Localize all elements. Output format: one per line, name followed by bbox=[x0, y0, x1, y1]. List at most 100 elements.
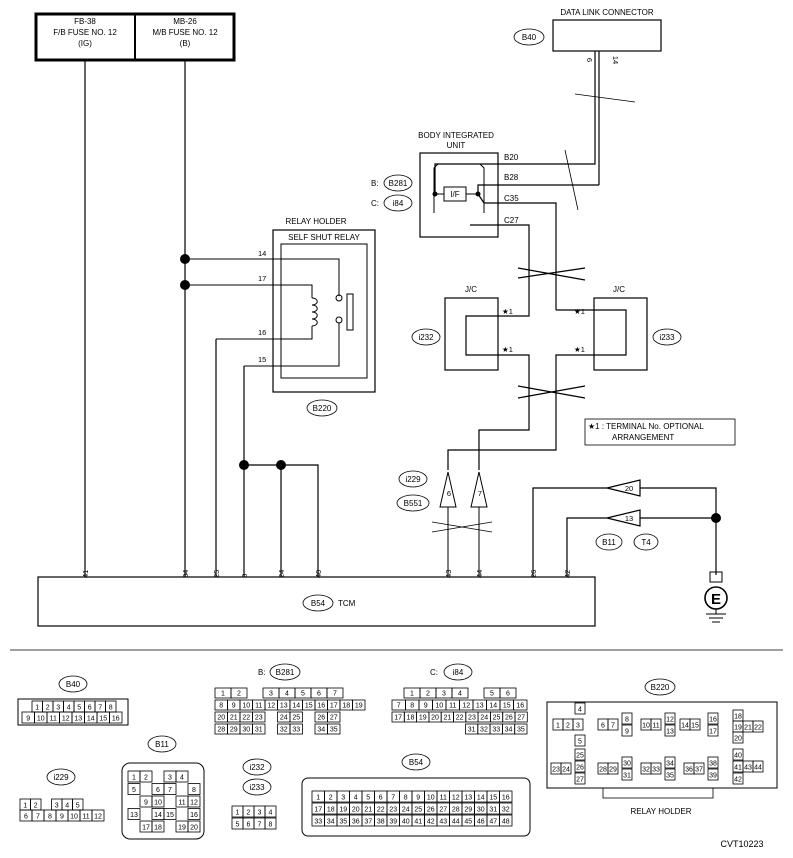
b281-cell bbox=[252, 723, 266, 735]
tcm-pin-label: 24 bbox=[277, 570, 286, 578]
relay-holder-label: RELAY HOLDER bbox=[285, 217, 346, 226]
b11-pin: 4 bbox=[180, 775, 184, 782]
b40-pin: 11 bbox=[50, 716, 57, 723]
b54-pin: 15 bbox=[489, 795, 497, 802]
b54-pin: 32 bbox=[502, 807, 510, 814]
b220-pin: 25 bbox=[576, 753, 584, 760]
b54-pin: 30 bbox=[477, 807, 485, 814]
b54-pin: 5 bbox=[366, 795, 370, 802]
b220-pin: 42 bbox=[734, 777, 742, 784]
b54-pin: 10 bbox=[427, 795, 435, 802]
b220-pin: 43 bbox=[744, 765, 752, 772]
junction-dots bbox=[180, 254, 721, 523]
i84-pin: 20 bbox=[431, 715, 439, 722]
b281-prefix: B: bbox=[258, 668, 266, 677]
b281-cell bbox=[230, 687, 248, 699]
tcm-pin-label: 26 bbox=[529, 570, 538, 578]
b40-tag bbox=[58, 675, 88, 693]
figure-id: CVT10223 bbox=[720, 839, 763, 849]
b40-pin: 4 bbox=[67, 705, 71, 712]
b54-pin: 39 bbox=[389, 819, 397, 826]
b11-pin: 19 bbox=[178, 825, 186, 832]
i84-pin: 11 bbox=[449, 703, 456, 710]
b281-pin: 30 bbox=[242, 727, 250, 734]
b220-pin: 17 bbox=[709, 729, 717, 736]
i84-pin: 35 bbox=[517, 727, 525, 734]
b11-cell bbox=[187, 795, 201, 808]
b220-pin: 31 bbox=[623, 773, 631, 780]
b220-pin: 28 bbox=[599, 767, 607, 774]
b220-cell bbox=[752, 760, 764, 773]
b281-pin: 13 bbox=[280, 703, 288, 710]
b281-label: B281 bbox=[276, 668, 295, 677]
b11-pin: 20 bbox=[190, 825, 198, 832]
b220-pin: 12 bbox=[666, 717, 674, 724]
b281-cell bbox=[352, 699, 366, 711]
b40-pin: 16 bbox=[112, 716, 120, 723]
b220-pin: 27 bbox=[576, 777, 584, 784]
i84-pin: 16 bbox=[516, 703, 524, 710]
b40-pin: 14 bbox=[87, 716, 95, 723]
relay-pin-14: 14 bbox=[258, 249, 266, 258]
jc-left-connector: i232 bbox=[418, 333, 434, 342]
b281-pin: 29 bbox=[230, 727, 238, 734]
b54-pin: 46 bbox=[477, 819, 485, 826]
b54-pin: 47 bbox=[489, 819, 497, 826]
b220-pin: 26 bbox=[576, 765, 584, 772]
b11-pin: 14 bbox=[154, 812, 162, 819]
i229-pin: 6 bbox=[24, 814, 28, 821]
b40-pin: 5 bbox=[77, 705, 81, 712]
i84-cell bbox=[514, 711, 528, 723]
i84-pin: 7 bbox=[397, 703, 401, 710]
dlc-title: DATA LINK CONNECTOR bbox=[560, 8, 654, 17]
i84-label: i84 bbox=[453, 668, 464, 677]
b11-cell bbox=[151, 795, 165, 808]
b220-pin: 37 bbox=[695, 767, 703, 774]
i232-pin: 2 bbox=[247, 810, 251, 817]
biu-conn-b-prefix: B: bbox=[371, 179, 379, 188]
b220-pin: 21 bbox=[744, 725, 752, 732]
b220-pin: 44 bbox=[754, 765, 762, 772]
biu-title-1: BODY INTEGRATED bbox=[418, 131, 494, 140]
fuse-mb-supply: (B) bbox=[180, 39, 191, 48]
b220-pin: 6 bbox=[601, 723, 605, 730]
b11-pin: 10 bbox=[154, 800, 162, 807]
tcm-pin-label: 8 bbox=[240, 574, 249, 578]
i229-cell bbox=[91, 809, 105, 822]
jc-left-pin-bottom: ★1 bbox=[502, 345, 513, 354]
b220-cell bbox=[621, 724, 633, 737]
ground-symbol: E bbox=[704, 571, 728, 623]
tri-pin-20: 20 bbox=[625, 484, 633, 493]
i232-pin: 4 bbox=[269, 810, 273, 817]
b11-cell bbox=[187, 783, 201, 795]
b281-cell bbox=[289, 723, 303, 735]
b54-tag bbox=[401, 753, 431, 771]
tcm-pin-label: 25 bbox=[212, 570, 221, 578]
i232-tag bbox=[242, 758, 272, 776]
b40-label: B40 bbox=[66, 680, 81, 689]
biu-term-c27: C27 bbox=[504, 216, 519, 225]
b54-pin: 33 bbox=[314, 819, 322, 826]
i84-pin: 27 bbox=[517, 715, 525, 722]
b281-pin: 22 bbox=[242, 715, 250, 722]
b281-cell bbox=[327, 723, 341, 735]
i233-pin: 5 bbox=[236, 822, 240, 829]
b220-pin: 3 bbox=[576, 723, 580, 730]
b281-pin: 7 bbox=[333, 691, 337, 698]
b281-pin: 11 bbox=[255, 703, 262, 710]
b54-pin: 19 bbox=[339, 807, 347, 814]
b220-pin: 16 bbox=[709, 717, 717, 724]
i84-pin: 12 bbox=[462, 703, 470, 710]
b220-cell bbox=[707, 768, 719, 781]
jc-left-conn-1: i229 bbox=[405, 475, 421, 484]
i229-pin: 8 bbox=[48, 814, 52, 821]
biu-title-2: UNIT bbox=[447, 141, 466, 150]
b11-cell bbox=[139, 770, 153, 783]
b54-pin: 43 bbox=[439, 819, 447, 826]
b220-pin: 22 bbox=[754, 725, 762, 732]
jc-right-connector: i233 bbox=[659, 333, 675, 342]
b54-pin: 27 bbox=[439, 807, 447, 814]
b54-pin: 24 bbox=[402, 807, 410, 814]
b220-cell bbox=[732, 748, 744, 761]
b54-pin: 35 bbox=[339, 819, 347, 826]
